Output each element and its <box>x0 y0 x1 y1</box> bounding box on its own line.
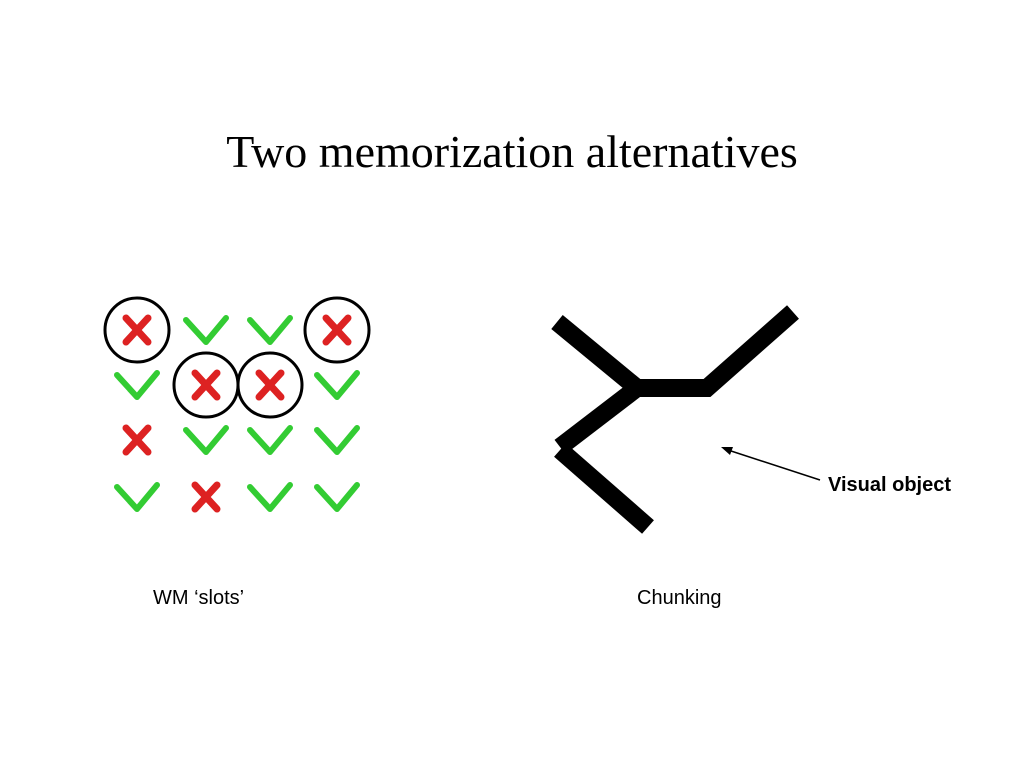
chunk-middle-arm <box>554 380 643 455</box>
cross-stroke <box>191 481 221 513</box>
cross-icon <box>255 369 285 401</box>
cross-stroke <box>191 369 221 401</box>
cross-icon <box>122 424 152 456</box>
chunk-shape <box>551 305 799 534</box>
check-icon <box>314 482 360 512</box>
wm-slots-grid <box>103 296 371 513</box>
check-icon <box>114 370 160 400</box>
check-icon <box>183 425 229 455</box>
cross-stroke <box>255 369 285 401</box>
cross-stroke <box>322 314 352 346</box>
chunking-caption: Chunking <box>637 587 722 609</box>
callout-label: Visual object <box>828 474 952 496</box>
chunk-lower-arm <box>554 443 654 534</box>
check-icon <box>114 482 160 512</box>
slot-circle <box>103 296 171 364</box>
slot-circle <box>303 296 371 364</box>
cross-icon <box>191 481 221 513</box>
callout-arrow <box>721 447 821 481</box>
wm-slots-caption: WM ‘slots’ <box>153 587 245 609</box>
cross-stroke <box>122 424 152 456</box>
callout-arrow-line <box>727 449 821 481</box>
chunk-upper-arm <box>551 305 799 397</box>
slot-circle <box>236 351 304 419</box>
cross-stroke <box>122 314 152 346</box>
cross-icon <box>322 314 352 346</box>
check-icon <box>314 425 360 455</box>
cross-icon <box>122 314 152 346</box>
check-icon <box>247 482 293 512</box>
slide-title: Two memorization alternatives <box>226 126 798 177</box>
check-icon <box>183 315 229 345</box>
check-icon <box>314 370 360 400</box>
cross-icon <box>191 369 221 401</box>
check-icon <box>247 425 293 455</box>
check-icon <box>247 315 293 345</box>
arrowhead-icon <box>721 447 733 455</box>
